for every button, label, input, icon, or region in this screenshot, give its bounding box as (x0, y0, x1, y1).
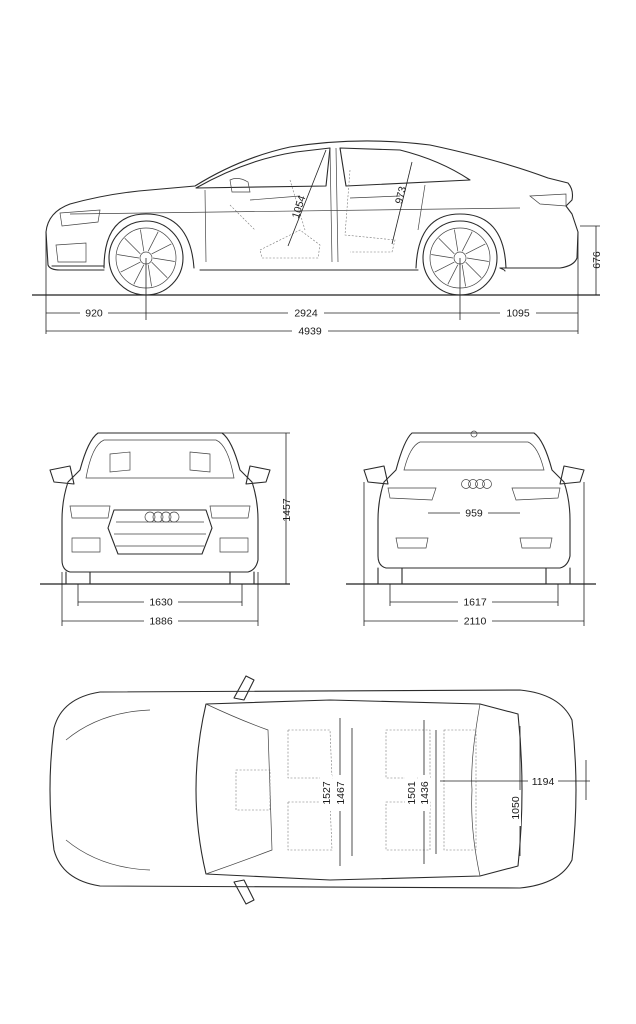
rear-headroom-label: 973 (393, 185, 409, 205)
rear-view: 959 1617 2110 (346, 430, 596, 628)
front-window (195, 147, 331, 189)
side-body-outline (45, 140, 579, 271)
rear-window-top (471, 703, 481, 877)
trunk-width-label: 1050 (510, 796, 522, 820)
wheelbase-label: 2924 (294, 308, 318, 320)
rear-wheel-arch (415, 213, 507, 269)
wheel-spoke (147, 264, 152, 287)
front-tires (65, 571, 255, 585)
rear-rings-logo (461, 479, 492, 489)
right-mirror (245, 465, 271, 485)
wheel-spoke (152, 257, 175, 262)
wheel-spoke (447, 264, 459, 285)
top-body-outline (49, 689, 577, 889)
side-view: 1054 973 676 920 2924 1095 4939 (32, 140, 603, 338)
front-overhang-label: 920 (85, 308, 103, 320)
side-mirror (229, 178, 251, 193)
top-view: 1527 1467 1501 1436 1050 1194 (49, 675, 590, 905)
wheel-spoke (461, 264, 466, 287)
rear-right-mirror (559, 465, 585, 485)
wheel-spoke (124, 238, 141, 255)
wheel-spoke (147, 231, 159, 252)
front-elbow-label: 1467 (335, 781, 347, 805)
top-mirrors (233, 675, 255, 905)
wheel-spoke (466, 257, 489, 262)
rear-window (339, 147, 471, 187)
height-label: 1457 (281, 498, 293, 522)
front-body-outline (61, 432, 259, 573)
wheel-spoke (151, 243, 172, 255)
front-intake (55, 242, 87, 263)
rear-tires (377, 567, 571, 585)
trunk-opening-label: 959 (465, 508, 483, 520)
front-track-label: 1630 (149, 597, 173, 609)
left-mirror (49, 465, 75, 485)
rear-headroom-line (391, 161, 413, 245)
front-headroom-label: 1054 (290, 194, 309, 220)
wheel-spoke (461, 231, 473, 252)
front-rings-logo (144, 511, 180, 523)
wheel-spoke (151, 261, 168, 278)
rear-elbow-label: 1436 (419, 781, 431, 805)
front-shoulder-label: 1527 (321, 781, 333, 805)
wheel-spoke (117, 254, 140, 259)
rear-left-mirror (363, 465, 389, 485)
rear-overhang-label: 1095 (506, 308, 530, 320)
wheel-spoke (431, 254, 454, 259)
taillights (387, 487, 561, 501)
windshield-top (205, 703, 273, 875)
front-bumper-line (47, 264, 105, 271)
wheel-spoke (454, 229, 459, 252)
wheel-spoke (465, 243, 486, 255)
headlight (59, 209, 101, 227)
taillight (529, 193, 567, 207)
width-with-mirrors-label: 2110 (464, 616, 487, 628)
width-label: 1886 (149, 616, 173, 628)
rear-track-label: 1617 (463, 597, 487, 609)
grille (107, 509, 213, 555)
wheel-spoke (140, 229, 145, 252)
overall-length-label: 4939 (298, 326, 322, 338)
rear-body-outline (377, 432, 571, 569)
front-view: 1457 1630 1886 (40, 432, 293, 628)
front-wheel-arch (103, 213, 195, 269)
wheel-spoke (133, 264, 145, 285)
trunk-length-label: 1194 (532, 776, 555, 788)
rear-shoulder-label: 1501 (406, 781, 418, 805)
exhaust-trims (395, 537, 553, 549)
wheel-spoke (120, 261, 141, 273)
wheel-spoke (438, 238, 455, 255)
wheel-spoke (465, 261, 482, 278)
greenhouse (195, 699, 523, 881)
headlights (69, 505, 251, 519)
loading-height-label: 676 (591, 251, 603, 269)
front-headroom-line (287, 149, 327, 247)
wheel-spoke (434, 261, 455, 273)
rear-window (403, 441, 545, 471)
windshield (85, 439, 235, 479)
